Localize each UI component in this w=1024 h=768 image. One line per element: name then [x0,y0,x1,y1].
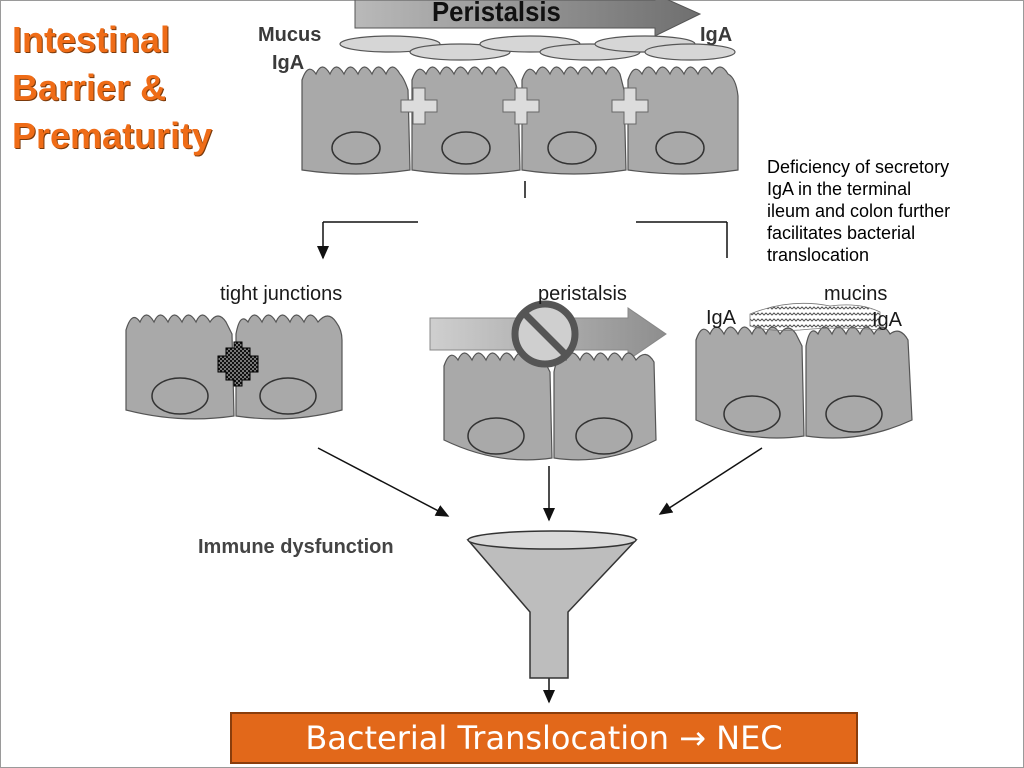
mucins-label: mucins [824,283,888,305]
top-peristalsis-arrow [354,0,702,37]
iga-panel-right-label: IgA [872,309,903,331]
iga-deficiency-note: Deficiency of secretory IgA in the termi… [767,156,1017,266]
immune-dysfunction-label: Immune dysfunction [198,536,394,558]
connector-lines [317,181,728,260]
slide-title: Intestinal Barrier & Prematurity [12,16,212,160]
title-line-1: Intestinal [12,19,171,60]
note-line-5: translocation [767,245,870,265]
top-nuclei [331,131,705,165]
note-line-3: ileum and colon further [767,201,951,221]
right-nuclei [723,395,883,433]
note-line-4: facilitates bacterial [767,223,916,243]
top-epithelium [301,66,739,175]
iga-top-left-label: IgA [272,52,305,74]
nec-banner: Bacterial Translocation → NEC [230,712,858,764]
mucus-layer [339,35,736,61]
funnel-arrows [317,447,763,704]
peristalsis-label: peristalsis [538,283,627,305]
tight-junctions-label: tight junctions [220,283,343,305]
mucin-layer [749,302,881,331]
iga-panel-left-label: IgA [706,307,737,329]
funnel [466,530,638,679]
top-peristalsis-label: Peristalsis [432,0,561,27]
note-line-2: IgA in the terminal [767,179,912,199]
mucus-label: Mucus [258,24,322,46]
iga-top-right-label: IgA [700,24,733,46]
title-line-2: Barrier & [12,67,167,108]
no-sign-icon [511,300,579,368]
top-tight-junctions [400,87,649,125]
disrupted-junction-icon [217,341,259,387]
note-line-1: Deficiency of secretory [767,157,950,177]
left-nuclei [151,377,317,415]
title-line-3: Prematurity [12,115,213,156]
middle-nuclei [467,417,633,455]
